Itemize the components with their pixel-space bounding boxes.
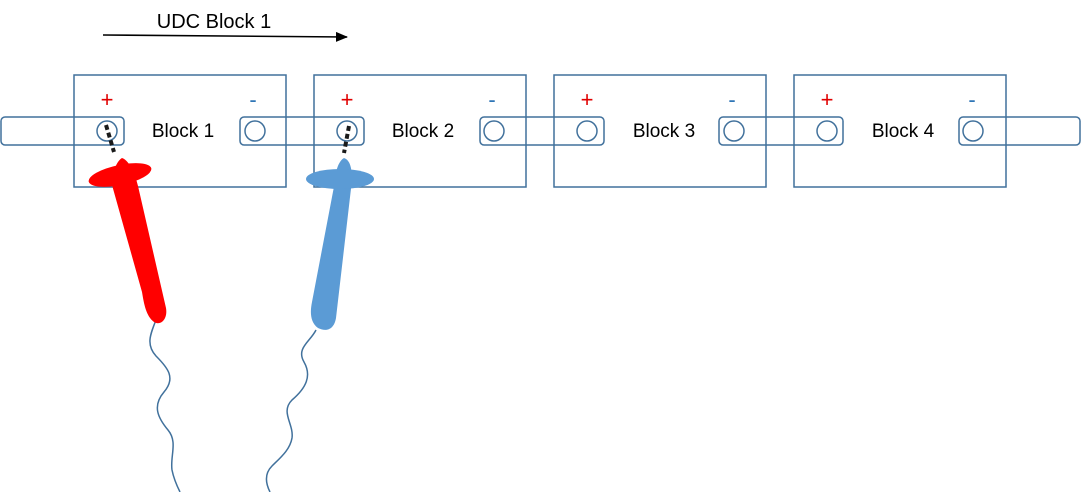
busbar-link-1-2 (239, 116, 365, 146)
block-3-minus: - (728, 87, 735, 112)
blue-probe-lead-wire (265, 329, 317, 492)
busbar-left-lead (0, 116, 125, 146)
block-4-plus-terminal (816, 120, 838, 142)
block-1-plus-terminal (96, 120, 118, 142)
block-2-plus-terminal (336, 120, 358, 142)
block-1-minus-terminal (244, 120, 266, 142)
block-4-minus: - (968, 87, 975, 112)
red-probe-lead-wire (149, 319, 181, 492)
blue-probe-tip (342, 125, 351, 154)
udc-caption: UDC Block 1 (157, 11, 271, 33)
block-3-label: Block 3 (633, 121, 695, 142)
block-2-plus: + (341, 87, 354, 112)
block-3-plus-terminal (576, 120, 598, 142)
block-2-label: Block 2 (392, 121, 454, 142)
battery-block-3: + - Block 3 (553, 74, 767, 188)
block-1-label: Block 1 (152, 121, 214, 142)
red-probe-guard (88, 163, 152, 187)
blue-probe-handle (310, 158, 352, 330)
block-3-plus: + (581, 87, 594, 112)
red-probe-tip (104, 124, 116, 153)
battery-block-4: + - Block 4 (793, 74, 1007, 188)
block-4-plus: + (821, 87, 834, 112)
block-2-minus-terminal (483, 120, 505, 142)
battery-block-1: + - Block 1 (73, 74, 287, 188)
block-4-minus-terminal (962, 120, 984, 142)
block-1-minus: - (249, 87, 256, 112)
direction-arrow (102, 31, 348, 42)
block-3-minus-terminal (723, 120, 745, 142)
block-4-label: Block 4 (872, 121, 935, 142)
red-probe-handle (112, 158, 167, 324)
busbar-link-2-3 (479, 116, 605, 146)
block-2-minus: - (488, 87, 495, 112)
blue-probe-guard (306, 169, 374, 189)
blue-probe (265, 125, 374, 492)
busbar-right-lead (958, 116, 1081, 146)
red-probe (88, 124, 181, 492)
battery-block-2: + - Block 2 (313, 74, 527, 188)
block-1-plus: + (101, 87, 114, 112)
busbar-link-3-4 (718, 116, 844, 146)
